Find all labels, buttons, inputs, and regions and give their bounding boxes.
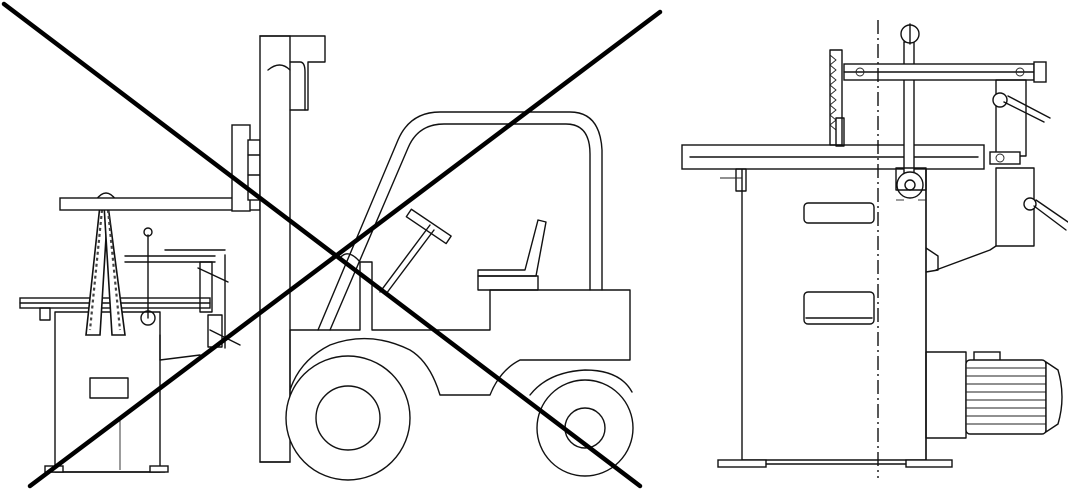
- lifting-slings: [85, 192, 126, 336]
- machine-door: [803, 291, 875, 325]
- forklift-rear-wheel: [536, 379, 634, 477]
- cross-stroke-2: [27, 9, 663, 489]
- prohibition-cross: [1, 1, 663, 489]
- machine-front-view: [681, 20, 1068, 478]
- fence-pivot: [896, 171, 924, 199]
- forklift-front-wheel: [285, 355, 411, 481]
- machine-motor: [925, 351, 1063, 439]
- lifted-machine-cabinet: [54, 311, 161, 473]
- lifted-machine-drawing: [19, 227, 241, 473]
- forklift-body: [289, 261, 631, 396]
- forklift-seat: [477, 219, 547, 277]
- machine-cabinet: [741, 167, 927, 461]
- machine-vent-slot: [803, 202, 875, 224]
- forklift-mast: [259, 35, 291, 463]
- lifted-machine-door: [89, 377, 129, 399]
- forklift-fork: [59, 197, 261, 211]
- forklift-drawing: [59, 35, 634, 481]
- cross-stroke-1: [1, 1, 643, 489]
- forklift-overhead-guard: [317, 111, 603, 331]
- right-panel: [681, 20, 1068, 478]
- left-panel: [1, 1, 663, 489]
